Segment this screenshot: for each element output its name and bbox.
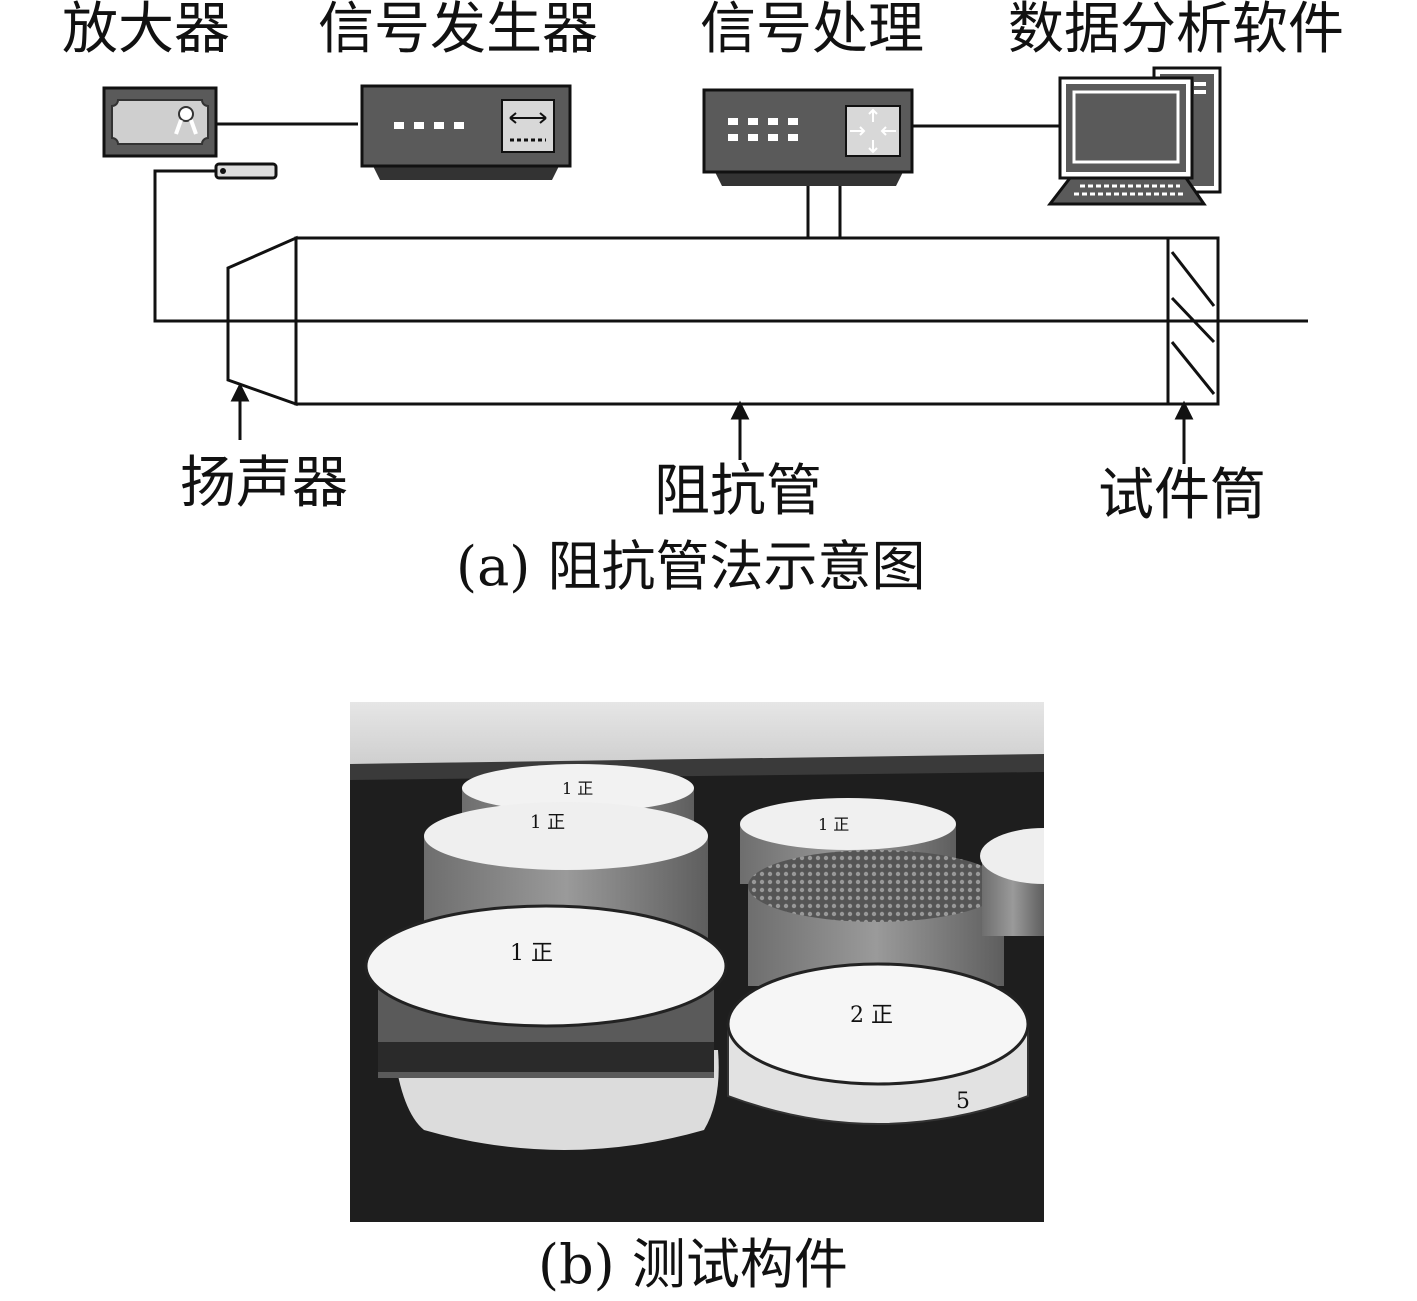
caption-b: (b) 测试构件 xyxy=(538,1233,848,1296)
sample-marking: 1 正 xyxy=(562,779,593,798)
speaker-label: 扬声器 xyxy=(180,451,348,516)
sample-marking: 5 xyxy=(956,1089,970,1114)
sample-marking: 1 正 xyxy=(818,815,849,834)
connection-wires xyxy=(153,122,1308,323)
sample-mesh xyxy=(748,850,1004,986)
impedance-tube-schematic xyxy=(102,66,1308,464)
computer-icon xyxy=(1046,66,1222,206)
sample-marking: 1 正 xyxy=(510,941,553,966)
signal-processing-label: 信号处理 xyxy=(700,0,924,62)
signal-generator-device xyxy=(360,84,572,180)
sample-front-left: 1 正 xyxy=(364,904,728,1150)
specimen-holder-shape xyxy=(1166,238,1216,404)
amplifier-device xyxy=(102,86,218,158)
analysis-software-label: 数据分析软件 xyxy=(1008,0,1344,62)
sample-marking: 1 正 xyxy=(530,812,565,833)
sample-far-right xyxy=(980,828,1044,936)
impedance-tube-label: 阻抗管 xyxy=(654,459,822,524)
impedance-tube-shape xyxy=(294,236,1220,406)
pointer-arrows xyxy=(230,382,1194,464)
signal-processing-device xyxy=(702,88,914,186)
signal-generator-label: 信号发生器 xyxy=(318,0,598,62)
specimen-photo: 1 正 1 正 1 正 1 正 2 正 5 xyxy=(350,702,1044,1222)
specimen-tube-label: 试件筒 xyxy=(1098,463,1266,528)
sample-front-right: 2 正 5 xyxy=(726,962,1030,1125)
caption-a: (a) 阻抗管法示意图 xyxy=(456,535,926,598)
microphone-probe xyxy=(214,162,278,180)
amplifier-label: 放大器 xyxy=(62,0,230,62)
sample-marking: 2 正 xyxy=(850,1003,893,1028)
